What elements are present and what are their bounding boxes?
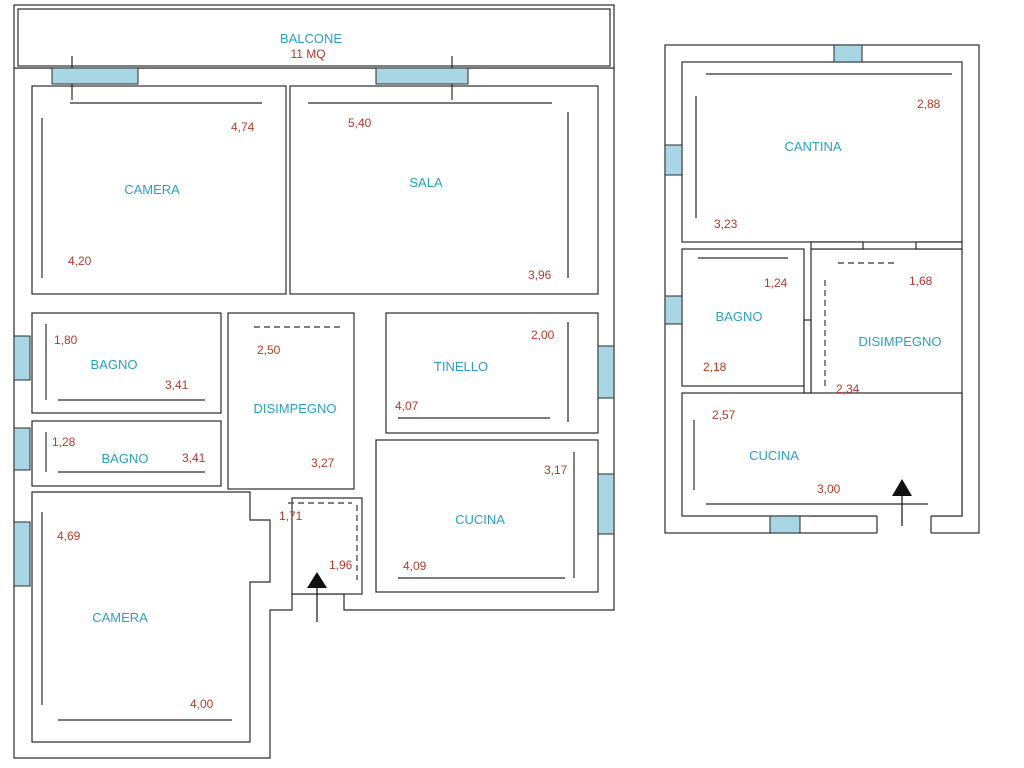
dimension: 5,40 (348, 116, 372, 130)
room-bagno-2 (31, 420, 222, 487)
dimension: 1,96 (329, 558, 353, 572)
dimension: 4,00 (190, 697, 214, 711)
cantina-label: CANTINA (784, 139, 841, 154)
tinello-label: TINELLO (434, 359, 488, 374)
window (664, 144, 683, 176)
sala-label: SALA (409, 175, 443, 190)
dimension: 4,07 (395, 399, 419, 413)
dimension: 3,17 (544, 463, 568, 477)
dimension: 3,27 (311, 456, 335, 470)
window (597, 345, 615, 399)
room-bagno-1 (31, 312, 222, 414)
dimension: 4,69 (57, 529, 81, 543)
window (833, 44, 863, 63)
dimension: 1,24 (764, 276, 788, 290)
window (13, 335, 31, 381)
dimension: 1,68 (909, 274, 933, 288)
room-cantina (681, 61, 963, 243)
room-ingresso (291, 497, 363, 595)
room-sala (289, 85, 599, 295)
dimension: 3,23 (714, 217, 738, 231)
bagno-label: BAGNO (716, 309, 763, 324)
disimpegno-label: DISIMPEGNO (253, 401, 336, 416)
bagno-1-label: BAGNO (91, 357, 138, 372)
dimension: 2,57 (712, 408, 736, 422)
cucina-label: CUCINA (455, 512, 505, 527)
ground-floor-plan: BALCONE 11 MQ CAMERA 4,74 4,20 SALA 5,40… (13, 4, 615, 759)
dimension: 2,18 (703, 360, 727, 374)
window (51, 67, 139, 85)
window (597, 473, 615, 535)
disimpegno-label: DISIMPEGNO (858, 334, 941, 349)
dimension: 1,80 (54, 333, 78, 347)
window (13, 427, 31, 471)
room-cucina (375, 439, 599, 593)
room-camera-bottom (31, 491, 271, 743)
room-disimpegno (227, 312, 355, 490)
dimension: 4,74 (231, 120, 255, 134)
window (375, 67, 469, 85)
room-camera-top (31, 85, 287, 295)
dimension: 2,00 (531, 328, 555, 342)
up-arrow-icon (892, 479, 912, 496)
balcony-label: BALCONE (280, 31, 342, 46)
dimension: 4,20 (68, 254, 92, 268)
dimension: 3,96 (528, 268, 552, 282)
dimension: 3,00 (817, 482, 841, 496)
dimension: 4,09 (403, 559, 427, 573)
balcony-area: 11 MQ (290, 47, 325, 61)
dimension: 2,34 (836, 382, 860, 396)
dimension: 1,71 (279, 509, 303, 523)
window (769, 515, 801, 534)
window (13, 521, 31, 587)
dimension: 2,88 (917, 97, 941, 111)
dimension: 3,41 (182, 451, 206, 465)
room-cucina (681, 392, 963, 517)
window (664, 295, 683, 325)
balcony-inner (17, 8, 611, 67)
bagno-2-label: BAGNO (102, 451, 149, 466)
dimension: 3,41 (165, 378, 189, 392)
camera-top-label: CAMERA (124, 182, 180, 197)
camera-bottom-label: CAMERA (92, 610, 148, 625)
dimension: 2,50 (257, 343, 281, 357)
up-arrow-icon (307, 572, 327, 588)
cucina-label: CUCINA (749, 448, 799, 463)
cellar-unit-plan: CANTINA 2,88 3,23 BAGNO 1,24 2,18 DISIMP… (664, 44, 980, 534)
room-tinello (385, 312, 599, 434)
dimension: 1,28 (52, 435, 76, 449)
